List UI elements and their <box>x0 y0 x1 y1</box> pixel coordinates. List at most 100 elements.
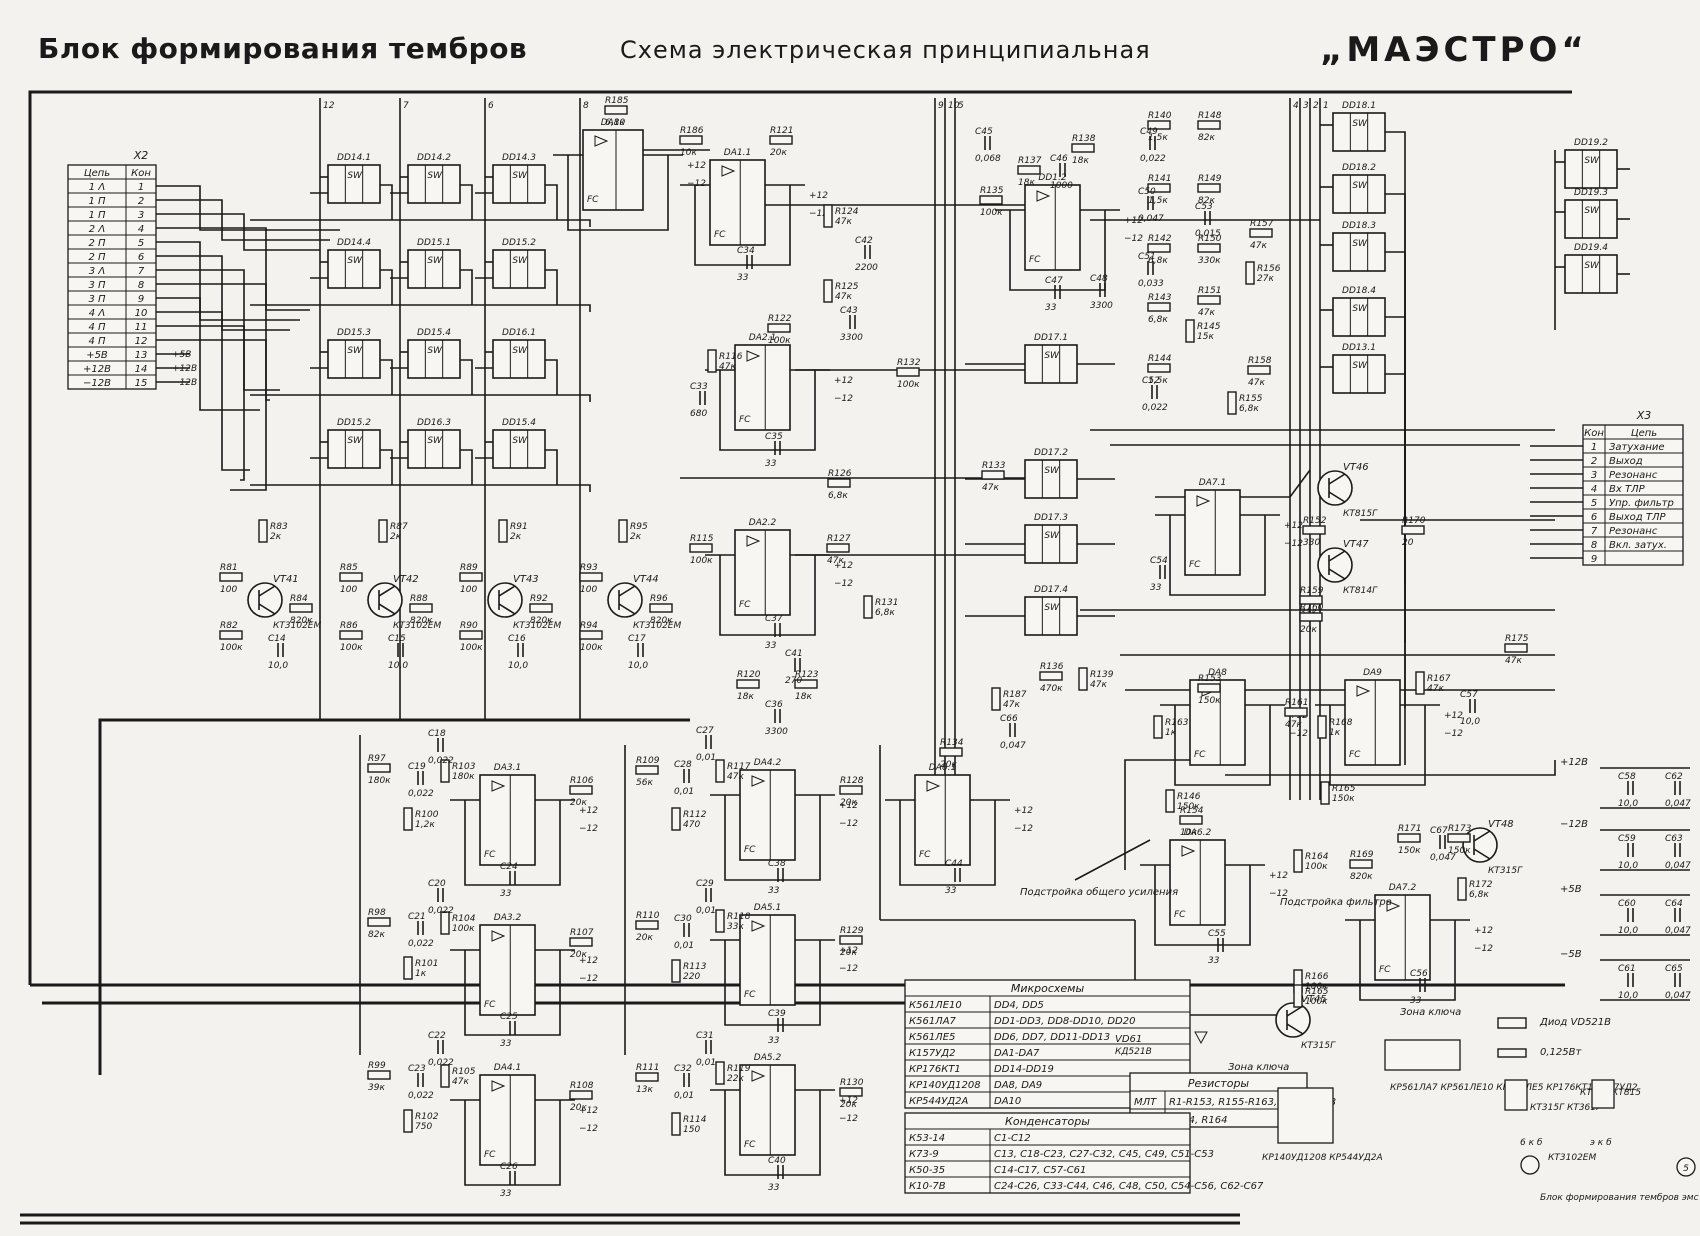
resistor-value: 6,8к <box>828 491 848 501</box>
wire <box>250 304 591 312</box>
x3-contact: 1 <box>1591 442 1597 453</box>
capacitor-value: 33 <box>500 1189 512 1199</box>
capacitor-id: C67 <box>1430 826 1448 836</box>
supply-label: −12 <box>1124 234 1143 244</box>
resistor-value: 18к <box>795 692 812 702</box>
resistor <box>689 543 713 553</box>
chip-id: DD19.2 <box>1574 138 1608 148</box>
transistor-type: КТ814Г <box>1343 586 1378 596</box>
resistor-id: R92 <box>530 594 548 604</box>
resistor-id: R110 <box>636 911 660 921</box>
resistor <box>823 279 833 303</box>
chip-id: DD14.1 <box>337 153 371 163</box>
transistor-emitter <box>498 603 516 615</box>
x2-contact: 7 <box>138 266 145 277</box>
x2-circuit: −12В <box>83 378 111 389</box>
resistor-value: 82к <box>368 930 385 940</box>
chip-id: DD17.4 <box>1034 585 1068 595</box>
opamp-fc-mark: FC <box>484 1000 496 1010</box>
wire <box>380 184 393 220</box>
resistor-id: R149 <box>1198 174 1222 184</box>
resistor-value: 20к <box>570 950 587 960</box>
x3-circuit: Вкл. затух. <box>1609 540 1667 551</box>
capacitor-value: 1000 <box>1050 181 1073 191</box>
switch-chip <box>1564 149 1618 189</box>
resistor <box>1179 815 1203 825</box>
resistor <box>939 747 963 757</box>
diode-legend: Диод VD521В <box>1539 1017 1611 1028</box>
opamp-triangle-icon <box>1036 190 1051 202</box>
opamp-triangle-icon <box>1196 495 1211 507</box>
resistor-value: 27к <box>1257 274 1274 284</box>
bus-number: 5 <box>958 101 964 111</box>
resistor-table-type: МЛТ <box>1134 1097 1157 1108</box>
resistor-table-refs: R154, R164 <box>1169 1115 1227 1126</box>
capacitor-table-type: К73-9 <box>909 1149 939 1160</box>
capacitor-id: C63 <box>1665 834 1683 844</box>
capacitor-id: C17 <box>628 634 646 644</box>
resistor-value: 47к <box>1003 700 1020 710</box>
resistor-value: 100к <box>220 643 243 653</box>
microchip-table-refs: DD1-DD3, DD8-DD10, DD20 <box>994 1016 1135 1027</box>
resistor-id: R151 <box>1198 286 1221 296</box>
transistor-emitter <box>1328 491 1346 503</box>
resistor-value: 100к <box>980 208 1003 218</box>
resistor <box>707 349 717 373</box>
x2-circuit: 2 Π <box>88 252 106 263</box>
resistor-value: 6,8к <box>875 608 895 618</box>
microchip-table-refs: DD14-DD19 <box>994 1064 1054 1075</box>
opamp-triangle-icon <box>1386 900 1401 912</box>
resistor-id: R123 <box>795 670 819 680</box>
x2-col-circuit: Цепь <box>84 168 110 179</box>
resistor-value: 56к <box>636 778 653 788</box>
resistor <box>1197 243 1221 253</box>
resistor-legend: 0,125Вт <box>1540 1047 1582 1058</box>
resistor <box>1302 525 1326 535</box>
to126-icon <box>1591 1079 1615 1109</box>
resistor <box>1197 683 1221 693</box>
x2-contact: 8 <box>138 280 144 291</box>
capacitor-table-refs: C14-C17, C57-C61 <box>994 1165 1086 1176</box>
capacitor-id: C58 <box>1618 772 1636 782</box>
resistor <box>839 785 863 795</box>
chip-sw-mark: SW <box>512 256 528 266</box>
capacitor-id: C65 <box>1665 964 1683 974</box>
wire <box>464 800 561 886</box>
resistor-id: R112 <box>683 810 707 820</box>
resistor <box>1401 525 1425 535</box>
resistor-value: 2к <box>630 532 642 542</box>
supply-label: −12 <box>839 1114 858 1124</box>
capacitor-table-refs: C13, C18-C23, C27-C32, C45, C49, C51-C53 <box>994 1149 1214 1160</box>
resistor-id: R83 <box>270 522 288 532</box>
wire <box>1154 865 1251 946</box>
resistor-id: R100 <box>415 810 439 820</box>
decoupling-rail-label: −12В <box>1560 819 1588 830</box>
opamp-id: DA3.1 <box>494 763 521 773</box>
x2-contact: 2 <box>138 196 144 207</box>
resistor <box>1017 165 1041 175</box>
vd61-type: КД521В <box>1115 1047 1152 1057</box>
wire <box>724 940 821 1026</box>
transistor-id: VT43 <box>513 574 539 585</box>
resistor-id: R88 <box>410 594 428 604</box>
opamp <box>1184 489 1241 576</box>
opamp-id: DA8 <box>1208 668 1227 678</box>
resistor <box>635 765 659 775</box>
switch-chip <box>492 249 546 289</box>
capacitor-value: 33 <box>768 1036 780 1046</box>
opamp <box>1024 184 1081 271</box>
resistor-id: R160 <box>1300 603 1324 613</box>
supply-label: +12 <box>834 561 853 571</box>
x2-contact: 9 <box>138 294 144 305</box>
wire <box>545 449 558 485</box>
resistor-value: 2к <box>270 532 282 542</box>
resistor <box>258 519 268 543</box>
resistor-id: R116 <box>719 352 743 362</box>
x3-circuit: Затухание <box>1609 442 1665 453</box>
resistor-id: R166 <box>1305 972 1329 982</box>
capacitor-id: C61 <box>1618 964 1636 974</box>
resistor-id: R164 <box>1305 852 1329 862</box>
supply-label: +12 <box>839 801 858 811</box>
decoupling-rail-label: −5В <box>1560 949 1582 960</box>
opamp-fc-mark: FC <box>739 415 751 425</box>
